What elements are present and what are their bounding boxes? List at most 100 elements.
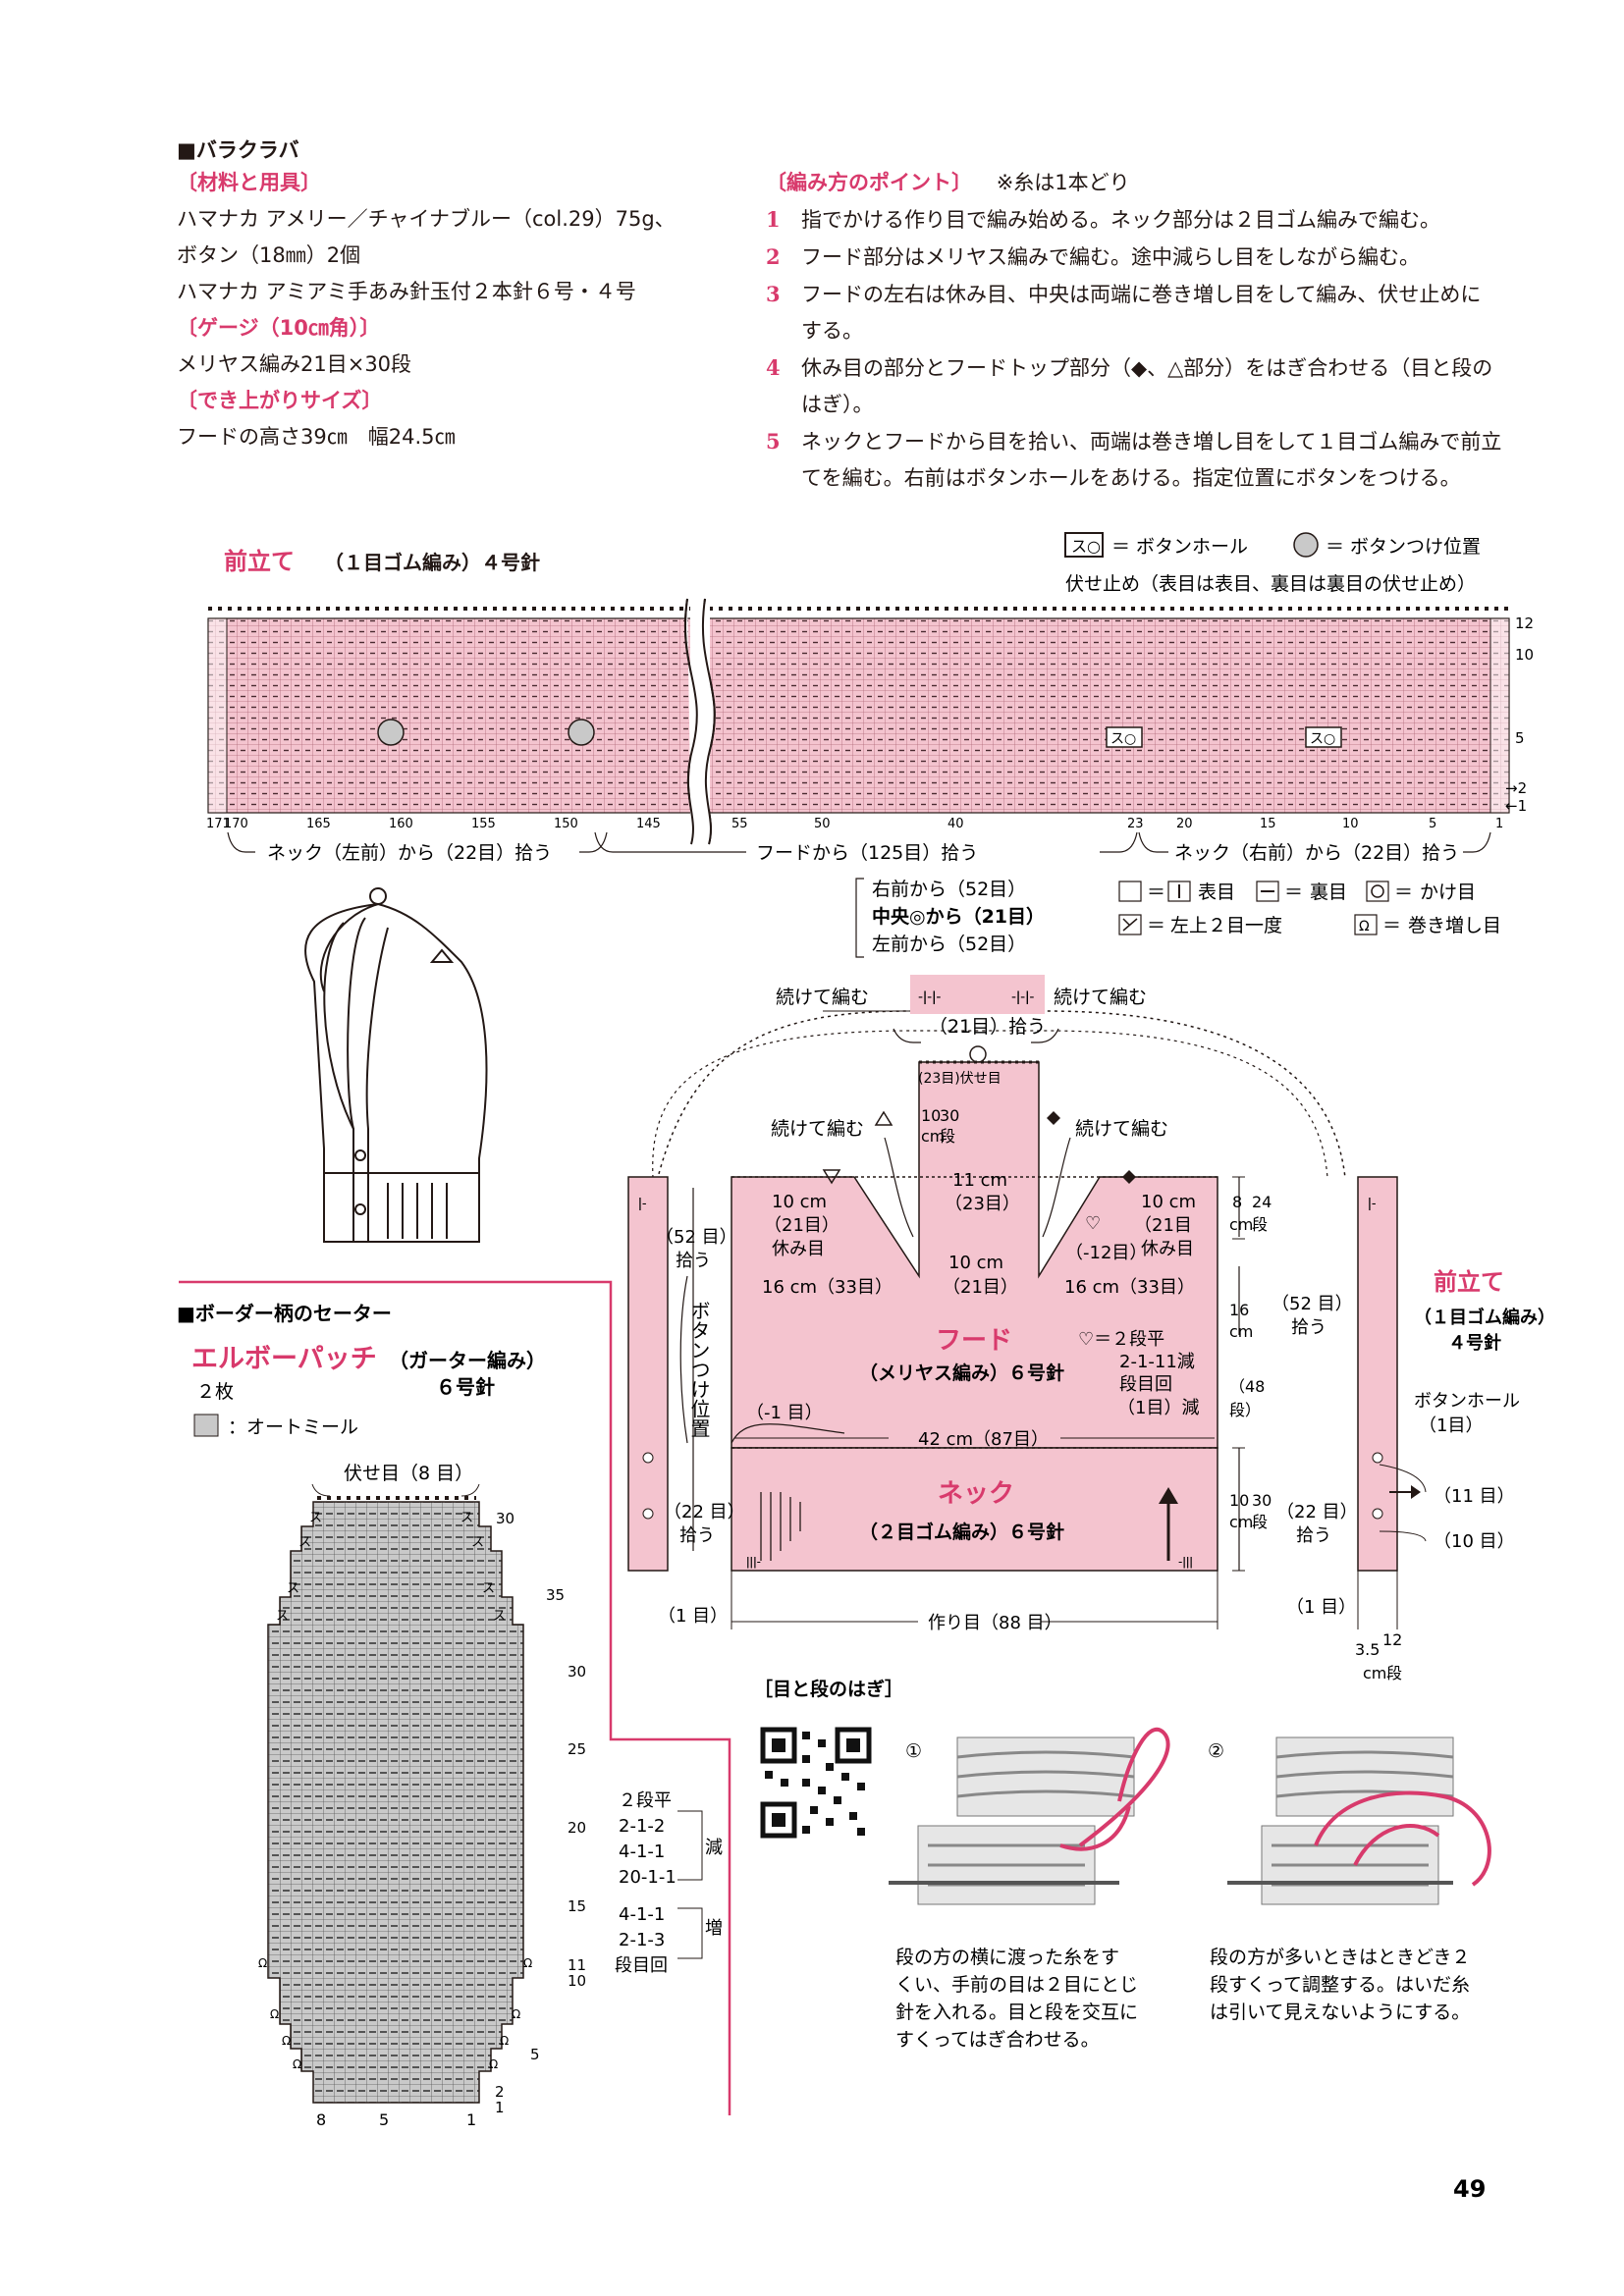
graft-illustration-1: [889, 1727, 1170, 1905]
row-num-12: 12: [1515, 614, 1534, 632]
svg-text:Ω: Ω: [258, 1956, 267, 1970]
yo-symbol-icon: [1366, 881, 1389, 902]
svg-text:（11 目）: （11 目）: [1434, 1486, 1515, 1507]
svg-text:30: 30: [1252, 1491, 1272, 1510]
button-icon-1: [354, 1149, 366, 1161]
front-band-grid: [207, 617, 1510, 814]
pickup-center: 中央◎から（21目）: [872, 905, 1045, 928]
svg-text:2-1-11減: 2-1-11減: [1119, 1352, 1195, 1372]
patch-grid: [267, 1501, 524, 2104]
pickup-left: 左前から（52目）: [872, 934, 1026, 955]
section-divider: [179, 1280, 731, 2115]
step1-num: ①: [905, 1740, 922, 1762]
svg-text:４号針: ４号針: [1448, 1332, 1501, 1354]
yo-label: かけ目: [1420, 881, 1476, 903]
oatmeal-swatch: [193, 1414, 219, 1437]
svg-text:8: 8: [1232, 1193, 1242, 1211]
continue-mid-left: 続けて編む: [771, 1118, 864, 1140]
svg-text:段の方が多いときはときどき２: 段の方が多いときはときどき２: [1210, 1947, 1470, 1968]
band-edge-left: [207, 617, 228, 814]
neck-subtitle: （２目ゴム編み）６号針: [859, 1521, 1064, 1543]
svg-text:145: 145: [636, 817, 661, 831]
svg-text:171: 171: [206, 817, 231, 831]
pick21: （21目）拾う: [929, 1016, 1046, 1038]
svg-text:Ω: Ω: [1359, 919, 1370, 934]
bindoff-note: 伏せ止め（表目は表目、裏目は裏目の伏せ止め）: [1065, 573, 1476, 595]
button-pos-2: [642, 1508, 654, 1520]
buttonhole-label: ボタンホール: [1414, 1391, 1520, 1412]
continue-left: 続けて編む: [776, 987, 869, 1008]
svg-text:ス○: ス○: [1310, 731, 1335, 747]
svg-text:11: 11: [568, 1956, 586, 1974]
size-heading: 〔でき上がりサイズ〕: [177, 389, 383, 412]
svg-text:ス: ス: [298, 1535, 311, 1550]
svg-text:ス: ス: [482, 1581, 495, 1596]
front-band-title: 前立て: [224, 548, 295, 575]
points-header: 〔編み方のポイント〕 ※糸は1本どり: [766, 165, 1130, 201]
svg-text:5: 5: [379, 2110, 389, 2129]
button-mark-2: [568, 719, 595, 746]
svg-text:10 cm: 10 cm: [948, 1253, 1003, 1273]
svg-text:♡＝２段平: ♡＝２段平: [1078, 1329, 1164, 1350]
svg-text:12: 12: [1382, 1630, 1402, 1649]
graft-title: ［目と段のはぎ］: [754, 1678, 903, 1700]
svg-text:40: 40: [947, 817, 964, 831]
buttonhole-mark-1: [1106, 726, 1143, 748]
svg-text:15: 15: [1260, 817, 1276, 831]
svg-text:（22 目）: （22 目）: [1276, 1502, 1358, 1522]
pick-left-neck: ネック（左前）から（22目）拾う: [267, 842, 552, 864]
legend-button: ＝ ボタンつけ位置: [1326, 536, 1481, 558]
graft-section: ［目と段のはぎ］ ① ②: [754, 1678, 1491, 2051]
svg-text:＝: ＝: [1284, 881, 1303, 903]
svg-text:ス: ス: [276, 1609, 289, 1624]
center-mark-icon: [369, 887, 387, 905]
buttonhole-symbol: ス○: [1071, 537, 1101, 556]
w42: 42 cm（87目）: [918, 1429, 1049, 1450]
one-left: （1 目）: [658, 1606, 728, 1627]
diamond-mark-icon: [1047, 1111, 1060, 1125]
svg-text:くい、手前の目は２目にとじ: くい、手前の目は２目にとじ: [895, 1974, 1138, 1996]
svg-text:ǀ-: ǀ-: [638, 1197, 647, 1211]
points-note: ※糸は1本どり: [996, 171, 1130, 194]
svg-text:Ω: Ω: [512, 2007, 520, 2021]
heart-mark-icon: ♡: [1085, 1213, 1101, 1234]
button-legend-icon: [1293, 532, 1319, 558]
svg-text:（１目ゴム編み）: （１目ゴム編み）: [1414, 1307, 1555, 1328]
svg-text:30: 30: [568, 1663, 586, 1681]
svg-text:段目回: 段目回: [615, 1955, 668, 1976]
patch-needle: ６号針: [436, 1375, 495, 1399]
svg-text:ス: ス: [493, 1609, 506, 1624]
svg-text:165: 165: [306, 817, 331, 831]
svg-text:1: 1: [466, 2110, 476, 2129]
svg-text:段すくって調整する。はいだ糸: 段すくって調整する。はいだ糸: [1210, 1974, 1470, 1996]
svg-text:針を入れる。目と段を交互に: 針を入れる。目と段を交互に: [895, 2002, 1138, 2023]
svg-text:は引いて見えないようにする。: は引いて見えないようにする。: [1210, 2002, 1470, 2023]
svg-text:＝: ＝: [1147, 881, 1165, 903]
svg-text:拾う: 拾う: [679, 1525, 715, 1546]
legend-buttonhole: ＝ ボタンホール: [1111, 536, 1248, 558]
svg-text:＝: ＝: [1382, 915, 1401, 936]
svg-text:ス: ス: [460, 1511, 473, 1525]
materials-heading: 〔材料と用具〕: [177, 171, 321, 194]
minus1: （-1 目）: [746, 1403, 823, 1423]
svg-text:段: 段: [1386, 1664, 1402, 1682]
band-break-gap: [690, 604, 710, 844]
w11: 11 cm: [952, 1170, 1007, 1191]
materials-line-3: ハマナカ アミアミ手あみ針玉付２本針６号・４号: [177, 280, 636, 303]
materials-line-2: ボタン（18㎜）2個: [177, 243, 361, 267]
neck-body: [731, 1447, 1218, 1572]
row-num-10: 10: [1515, 646, 1534, 664]
oatmeal-label: ：オートミール: [228, 1416, 358, 1438]
svg-text:＝: ＝: [1394, 881, 1413, 903]
pick-hood: フードから（125目）拾う: [756, 842, 978, 864]
svg-text:1: 1: [1495, 817, 1503, 831]
svg-text:（48: （48: [1229, 1377, 1265, 1396]
svg-text:16 cm（33目）: 16 cm（33目）: [1064, 1277, 1195, 1298]
svg-text:段: 段: [1252, 1215, 1268, 1234]
svg-text:段: 段: [940, 1127, 955, 1146]
cast-on: 作り目（88 目）: [928, 1613, 1062, 1633]
svg-text:減: 減: [705, 1838, 723, 1858]
buttonhole-legend-icon: [1064, 532, 1104, 558]
minus12: （-12目）: [1065, 1243, 1147, 1263]
